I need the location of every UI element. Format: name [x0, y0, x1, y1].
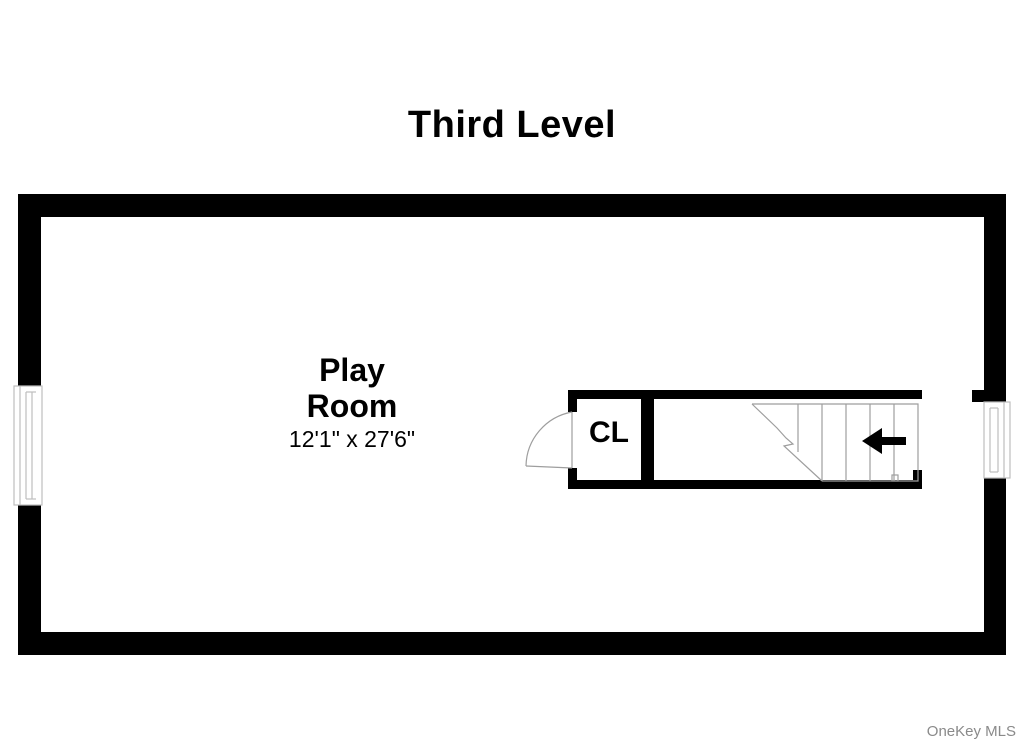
right-wall-stub	[972, 390, 986, 402]
room-name-line1: Play	[319, 352, 385, 388]
closet-divider-wall	[641, 390, 654, 489]
left-wall-upper	[18, 194, 41, 386]
floor-title: Third Level	[407, 104, 617, 146]
door-swing-icon	[525, 411, 573, 469]
arrow-left-icon	[862, 428, 906, 454]
window-icon	[983, 401, 1011, 479]
watermark: OneKey MLS	[926, 723, 1016, 740]
enclosure-bottom-wall	[568, 480, 922, 489]
room-dimensions: 12'1" x 27'6"	[288, 426, 416, 452]
room-name-line2: Room	[306, 388, 398, 424]
right-wall-lower	[984, 478, 1006, 655]
window-icon	[13, 385, 43, 506]
right-wall-upper	[984, 194, 1006, 402]
bottom-wall	[18, 632, 1006, 655]
closet-left-wall-upper	[568, 390, 577, 412]
closet-label: CL	[589, 416, 629, 449]
exterior-walls	[18, 194, 1006, 655]
closet-left-wall-lower	[568, 468, 577, 489]
left-wall-lower	[18, 505, 41, 655]
top-wall	[18, 194, 1006, 217]
enclosure-top-wall	[568, 390, 922, 399]
